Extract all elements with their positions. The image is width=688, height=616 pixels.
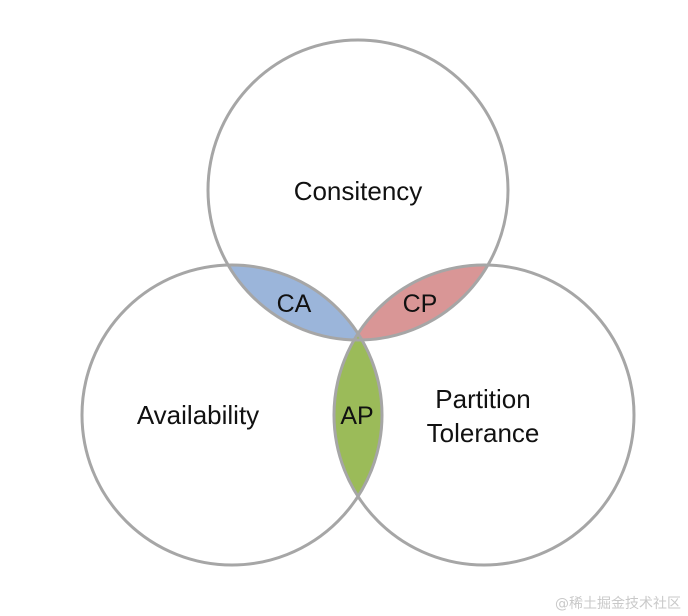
watermark-text: @稀土掘金技术社区: [555, 596, 681, 612]
partition-tolerance-circle: [332, 263, 636, 567]
overlap-cp-label: CP: [403, 290, 438, 318]
overlap-ca-label: CA: [277, 290, 312, 318]
tolerance-label: Tolerance: [427, 418, 540, 448]
availability-label: Availability: [137, 400, 259, 430]
availability-circle: [80, 263, 384, 567]
overlap-ap-label: AP: [340, 402, 373, 430]
consistency-circle: [206, 38, 510, 342]
consistency-label: Consitency: [294, 176, 423, 206]
partition-label: Partition: [435, 384, 530, 414]
